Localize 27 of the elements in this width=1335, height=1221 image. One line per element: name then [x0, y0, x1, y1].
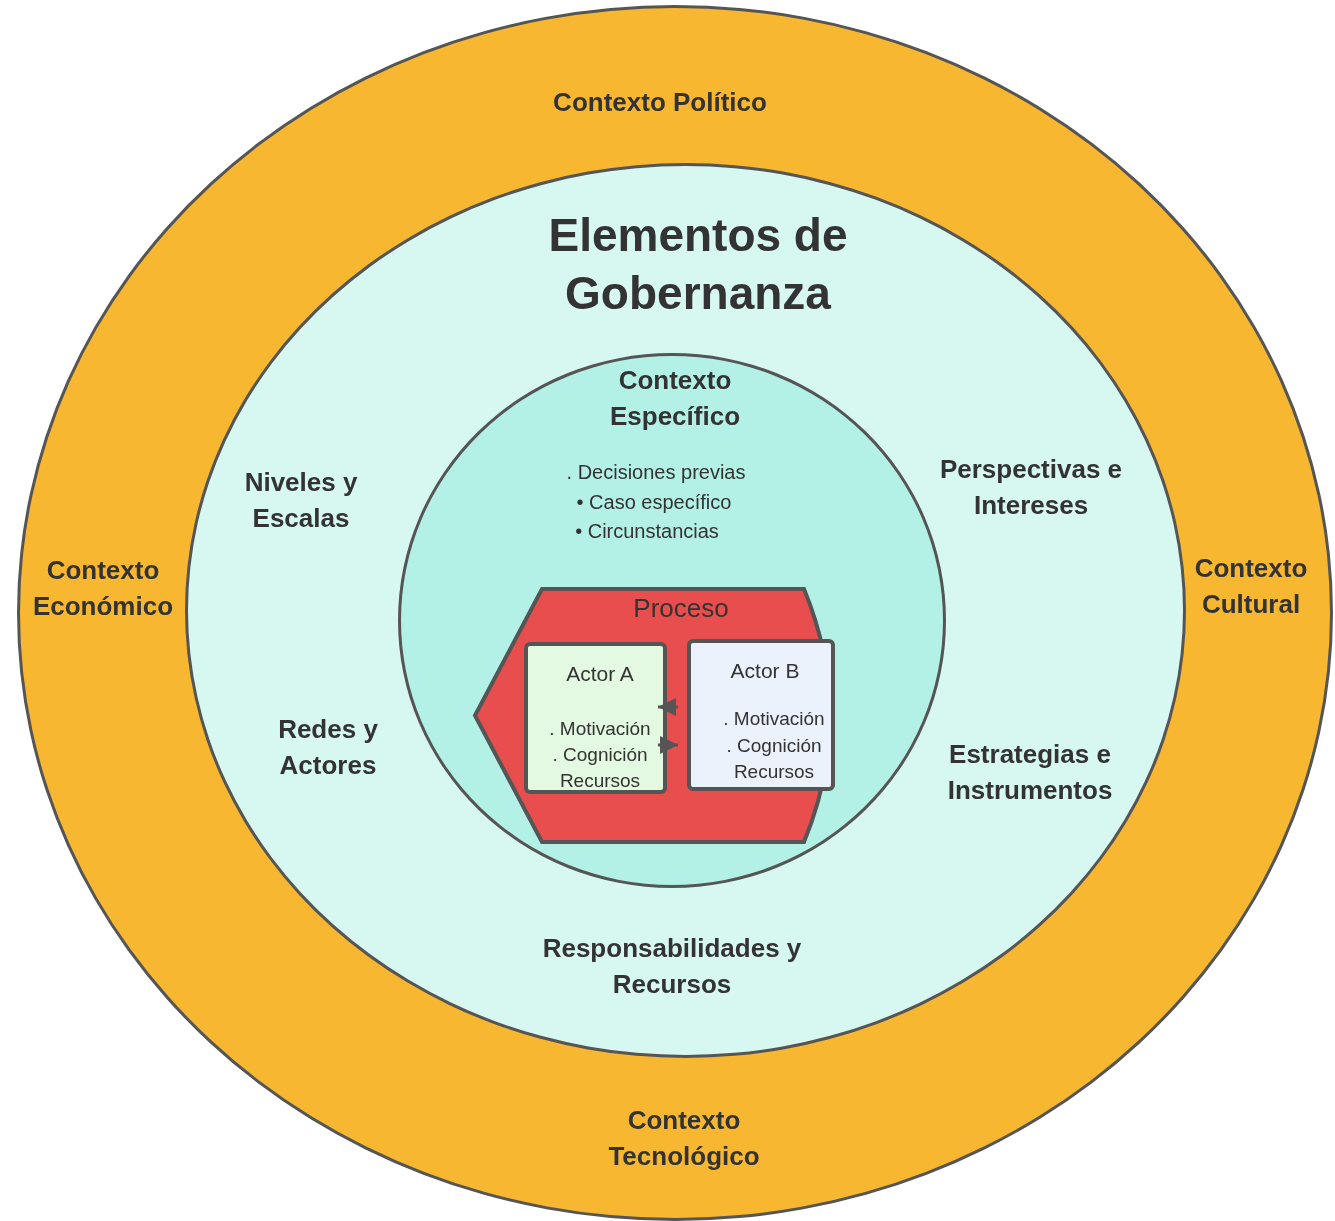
actor-text: . Motivación — [722, 706, 826, 731]
element-label: Niveles y Escalas — [243, 465, 359, 535]
actor-text: Recursos — [732, 759, 816, 784]
context-label: Contexto Económico — [31, 553, 175, 623]
element-label: Perspectivas e Intereses — [938, 452, 1124, 522]
actor-text: . Cognición — [725, 733, 823, 758]
context-label: . Decisiones previas — [565, 460, 747, 485]
actor-text: Recursos — [558, 768, 642, 793]
element-label: Redes y Actores — [277, 712, 379, 782]
context-label: Contexto Tecnológico — [607, 1103, 761, 1173]
context-label: • Circunstancias — [574, 519, 720, 544]
context-label: Contexto Cultural — [1193, 551, 1309, 621]
element-label: Elementos de Gobernanza — [547, 207, 849, 320]
context-label: • Caso específico — [575, 490, 733, 515]
context-label: Contexto Específico — [608, 363, 742, 433]
actor-box — [524, 642, 667, 794]
arrow — [658, 736, 678, 754]
actor-text: . Cognición — [551, 742, 649, 767]
element-label: Estrategias e Instrumentos — [946, 737, 1114, 807]
element-label: Responsabilidades y Recursos — [541, 931, 803, 1001]
actor-text: Actor B — [729, 658, 801, 685]
actor-text: . Motivación — [548, 716, 652, 741]
actor-box — [687, 639, 835, 791]
context-label: Contexto Político — [552, 85, 768, 119]
arrow — [658, 698, 678, 716]
actor-text: Actor A — [565, 661, 635, 688]
process-title: Proceso — [632, 592, 730, 626]
